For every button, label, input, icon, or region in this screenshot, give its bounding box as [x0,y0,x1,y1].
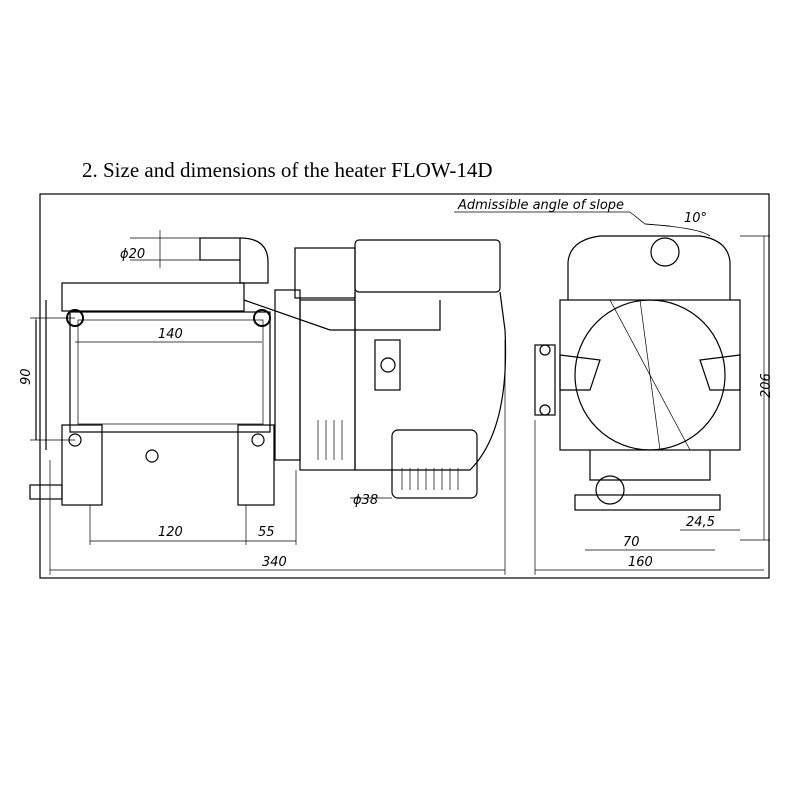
outlet-pipe [29,484,63,500]
dim-total-width: 160 [628,555,653,570]
side-lower-housing [589,450,711,481]
frame-body [69,311,271,433]
side-bracket [35,300,47,450]
inlet-pipe [199,237,241,261]
dim-total-height: 206 [759,373,774,398]
dim-foot-spacing: 120 [158,525,183,540]
foot-left [61,424,103,506]
dim-mount-height: 90 [19,368,34,385]
cooling-fins [317,420,343,460]
side-bracket-right [699,354,741,391]
air-intake [391,429,478,499]
side-bracket-left [559,354,601,391]
dim-total-length: 340 [262,555,287,570]
front-view [29,237,507,506]
control-unit-cover [354,239,501,293]
dim-mount-width: 140 [158,327,183,342]
angle-label: 10° [684,211,707,226]
side-dimension-lines [534,235,770,575]
fuel-line [243,299,441,331]
frame-inner [77,319,264,425]
front-dimension-lines [30,230,506,575]
side-outlet [595,475,625,505]
mount-hole [251,433,265,447]
side-top-cover [567,235,731,300]
mount-hole [253,309,271,327]
dim-pipe-diameter: ϕ20 [120,247,145,262]
connector-socket [380,357,396,373]
burner-housing [354,291,507,471]
dim-exhaust-diameter: ϕ38 [353,493,378,508]
center-line [639,299,661,451]
slope-annotation: Admissible angle of slope [457,198,624,213]
bolt [539,404,551,416]
top-bar [61,282,245,312]
page-title: 2. Size and dimensions of the heater FLO… [82,158,493,182]
pump-body [299,299,356,471]
side-inlet [650,237,680,267]
dim-side-width: 70 [623,535,640,550]
annotation-leader-bend [629,211,671,227]
intake-vents [401,468,459,490]
drawing-frame [39,193,770,579]
foot-right [237,424,275,506]
angle-arc [644,223,711,237]
heat-exchanger [574,299,726,451]
side-base [574,494,721,511]
pump-top [294,247,356,299]
dim-offset: 55 [258,525,275,540]
bolt [539,344,551,356]
mount-hole [145,449,159,463]
inlet-elbow [239,237,269,284]
connector [374,339,401,391]
side-view [534,235,741,511]
dim-side-offset: 24,5 [686,515,715,530]
